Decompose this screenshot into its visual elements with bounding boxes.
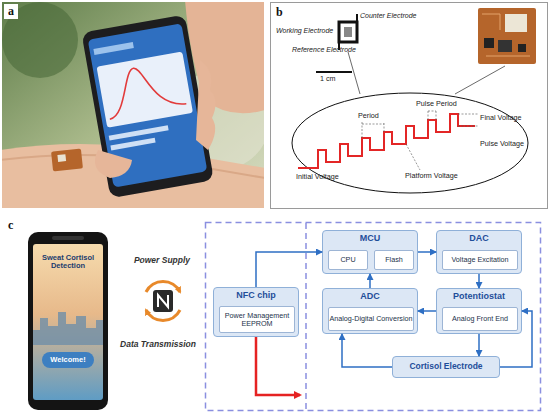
block-text: MCU (323, 234, 417, 244)
connector-arrow (478, 274, 480, 288)
block-text: Flash (385, 256, 403, 264)
button-pill: Welcome! (42, 352, 94, 368)
function-box: CPU (328, 250, 368, 270)
connector-arrow (418, 310, 436, 312)
function-box: Voltage Excitation (442, 250, 518, 270)
connector-arrow (478, 334, 480, 356)
dac-block: DAC Voltage Excitation (436, 230, 522, 274)
connector-arrow (256, 252, 322, 287)
block-text: Power Management EEPROM (220, 312, 294, 328)
block-text: Voltage Excitation (451, 256, 508, 264)
block-text: Analog Front End (452, 315, 508, 323)
block-text: CPU (340, 256, 355, 264)
text-group: Cortisol Electrode (409, 362, 482, 371)
connector-arrow (500, 311, 532, 367)
signal-name: Pulse Period (416, 100, 466, 108)
photo-panel (2, 2, 264, 208)
text-group: Welcome! (50, 356, 85, 364)
pulse-waveform (298, 114, 475, 168)
signal-name: Pulse Voltage (480, 140, 530, 148)
signal-name: Final Voltage (480, 114, 530, 122)
text-group: CPU (340, 256, 355, 264)
panel-letter: c (8, 219, 22, 232)
text-group: Power Management EEPROM (220, 312, 294, 328)
block-text: Cortisol Electrode (409, 362, 482, 371)
connector-arrow (418, 251, 436, 253)
block-text: ADC (323, 292, 417, 302)
dimension: 1 cm (320, 75, 350, 83)
block-text: Potentiostat (437, 292, 521, 302)
connector-arrow (342, 334, 392, 367)
part-name: Counter Electrode (360, 12, 440, 20)
electrode-block: Cortisol Electrode (392, 356, 500, 378)
part-name: Working Electrode (276, 27, 338, 35)
block-text: DAC (437, 234, 521, 244)
function-box: Analog Front End (442, 307, 518, 331)
potentiostat-block: PotentiostatAnalog Front End (436, 288, 522, 334)
function-box: Analog-Digital Conversion (328, 307, 414, 331)
text-group: Analog-Digital Conversion (329, 315, 412, 323)
signal-name: Period (358, 112, 398, 120)
function-box: Power Management EEPROM (219, 306, 295, 333)
chip-block: NFC chipPower Management EEPROM (213, 287, 299, 337)
signal-name: Platform Voltage (405, 172, 475, 180)
function-box: Flash (374, 250, 414, 270)
panel-letter: a (5, 5, 17, 18)
block-text: NFC chip (214, 291, 298, 301)
power-arrow (256, 337, 300, 395)
scale-bar (316, 71, 352, 73)
text-group: Flash (385, 256, 403, 264)
block-text: Analog-Digital Conversion (329, 315, 412, 323)
mcu-block: MCU CPU Flash (322, 230, 418, 274)
signal-name: Initial Voltage (296, 173, 356, 181)
pcb-photo (478, 8, 536, 64)
block-text: Welcome! (50, 356, 85, 364)
transfer-label: Data Transmission (112, 340, 204, 349)
electrode-symbol (339, 14, 357, 50)
part-name: Reference Electrode (292, 46, 372, 54)
connector-arrow (369, 274, 371, 288)
transfer-label: Power Supply (122, 256, 202, 265)
screen-title: Sweat Cortisol Detection (35, 254, 101, 271)
text-group: Analog Front End (452, 315, 508, 323)
text-group: Voltage Excitation (451, 256, 508, 264)
nfc-icon (146, 281, 180, 320)
adc-block: ADC Analog-Digital Conversion (322, 288, 418, 334)
panel-letter: b (276, 6, 290, 19)
